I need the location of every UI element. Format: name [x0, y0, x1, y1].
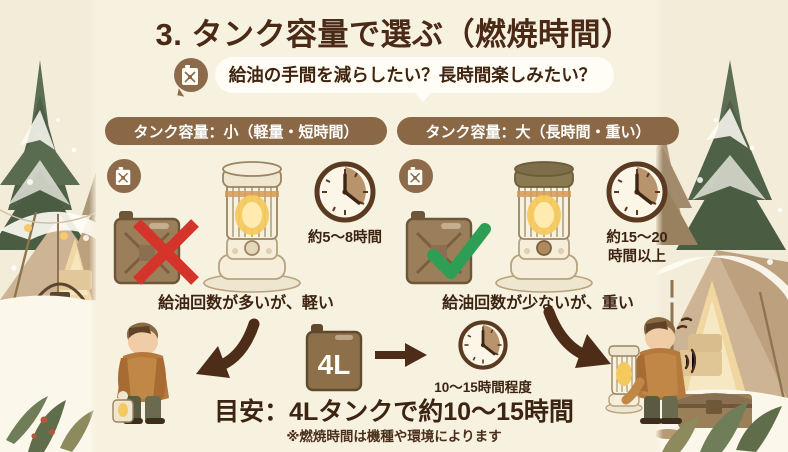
curved-arrow-down-left-icon [196, 318, 260, 378]
reference-burn-time: 10〜15時間程度 [428, 320, 538, 396]
fuel-can-icon [173, 58, 208, 92]
clock-icon [606, 161, 668, 223]
burn-time-small: 約5〜8時間 [303, 161, 387, 247]
clock-icon [458, 320, 508, 370]
column-header-large: タンク容量：大（長時間・重い） [397, 117, 679, 145]
summary-text: 目安：4Lタンクで約10〜15時間 [214, 398, 574, 426]
tank-label: 4L [318, 349, 351, 380]
clock-icon [314, 161, 376, 223]
subtitle-row: 給油の手間を減らしたい？長時間楽しみたい？ [0, 57, 788, 102]
column-large-caption: 給油回数が少ないが、重い [442, 295, 634, 312]
motion-lines [676, 317, 696, 374]
arrow-right-icon [375, 343, 427, 367]
column-small-caption: 給油回数が多いが、軽い [158, 295, 334, 312]
kerosene-heater-icon [495, 161, 593, 293]
fuel-can-glyph [181, 65, 198, 85]
fuel-can-glyph [407, 167, 423, 185]
curved-arrow-down-right-icon [543, 306, 611, 368]
kerosene-heater-icon [203, 161, 301, 293]
person-carrying-heater-icon [605, 317, 696, 424]
person-carrying-lantern-icon [112, 322, 169, 424]
column-small-tank: 約5〜8時間 給油回数が多いが、軽い [105, 155, 387, 312]
fuel-can-glyph [115, 167, 131, 185]
left-snow-ground [0, 295, 96, 452]
fuel-tank-4l-icon: 4L [305, 324, 363, 392]
burn-time-large: 約15〜20 時間以上 [595, 161, 679, 265]
burn-time-large-label-2: 時間以上 [608, 248, 666, 265]
burn-time-large-label-1: 約15〜20 [606, 230, 668, 246]
fuel-can-illustration [113, 211, 181, 285]
column-header-small: タンク容量：小（軽量・短時間） [105, 117, 387, 145]
burn-time-small-label: 約5〜8時間 [307, 230, 383, 246]
fuel-can-icon [107, 159, 141, 193]
page-title: 3. タンク容量で選ぶ（燃焼時間） [155, 17, 633, 52]
fuel-can-icon [399, 159, 433, 193]
red-cross-icon [133, 219, 199, 285]
reference-burn-time-label: 10〜15時間程度 [434, 380, 532, 395]
right-foliage [662, 402, 782, 452]
disclaimer-note: ※燃焼時間は機種や環境によります [286, 429, 502, 444]
right-pine-trees [588, 60, 786, 250]
subtitle-bubble: 給油の手間を減らしたい？長時間楽しみたい？ [214, 57, 615, 102]
column-large-tank: 約15〜20 時間以上 給油回数が少ないが、重い [397, 155, 679, 312]
left-foliage [6, 396, 94, 452]
right-tent [640, 250, 788, 401]
green-check-icon [427, 223, 491, 279]
